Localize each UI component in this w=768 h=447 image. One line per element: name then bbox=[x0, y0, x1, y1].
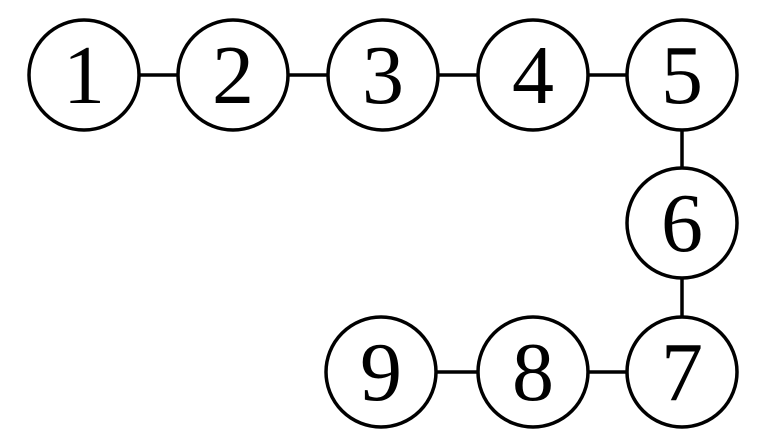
node-7: 7 bbox=[625, 315, 739, 429]
node-6: 6 bbox=[625, 166, 739, 280]
node-2: 2 bbox=[176, 18, 290, 132]
node-5-circle bbox=[625, 18, 739, 132]
node-3-label: 3 bbox=[362, 29, 404, 122]
node-1-label: 1 bbox=[63, 29, 105, 122]
node-4-circle bbox=[476, 18, 590, 132]
node-1: 1 bbox=[27, 18, 141, 132]
node-8-circle bbox=[476, 315, 590, 429]
node-4: 4 bbox=[476, 18, 590, 132]
node-6-circle bbox=[625, 166, 739, 280]
node-3-circle bbox=[326, 18, 440, 132]
node-6-label: 6 bbox=[661, 177, 703, 270]
node-1-circle bbox=[27, 18, 141, 132]
node-9-circle bbox=[324, 315, 438, 429]
node-5-label: 5 bbox=[661, 29, 703, 122]
node-8: 8 bbox=[476, 315, 590, 429]
node-2-label: 2 bbox=[212, 29, 254, 122]
node-3: 3 bbox=[326, 18, 440, 132]
node-5: 5 bbox=[625, 18, 739, 132]
node-9-label: 9 bbox=[360, 326, 402, 419]
node-4-label: 4 bbox=[512, 29, 554, 122]
node-8-label: 8 bbox=[512, 326, 554, 419]
node-9: 9 bbox=[324, 315, 438, 429]
node-7-circle bbox=[625, 315, 739, 429]
node-2-circle bbox=[176, 18, 290, 132]
node-7-label: 7 bbox=[661, 326, 703, 419]
